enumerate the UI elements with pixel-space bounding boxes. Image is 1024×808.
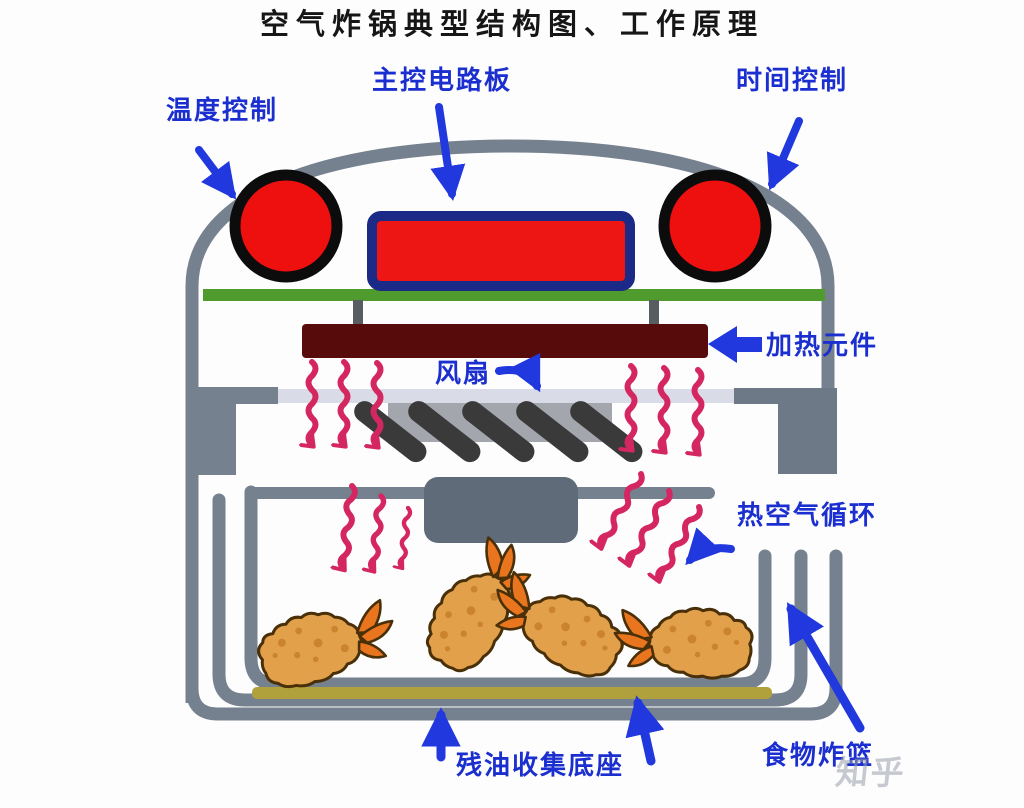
label-fan: 风扇 (435, 358, 492, 388)
fan-blades (354, 401, 643, 463)
basket-handle-mount (424, 477, 578, 543)
label-main-control-board: 主控电路板 (372, 65, 513, 95)
right-duct-block (778, 388, 837, 474)
food-basket-arrow (786, 602, 865, 733)
heating-element-arrow (708, 326, 762, 363)
fried-shrimp-1 (253, 597, 400, 692)
hot-air-arrow (685, 527, 735, 566)
oil-base-arrow-right (625, 695, 665, 766)
oil-collection-strip (252, 687, 772, 699)
heater-post-left (353, 300, 363, 328)
temperature-knob (229, 169, 343, 283)
left-duct-block (186, 387, 236, 475)
food-basket-wall (244, 485, 772, 691)
housing-shell-outline (185, 139, 835, 703)
fan-platform (199, 389, 735, 403)
control-display (367, 211, 635, 291)
label-temperature-control: 温度控制 (166, 95, 279, 125)
fried-shrimp-4 (611, 595, 758, 690)
label-oil-collection-base: 残油收集底座 (456, 750, 625, 780)
timer-knob (658, 169, 772, 283)
pcb-board (203, 289, 825, 301)
heater-post-right (649, 300, 659, 328)
diagram-title: 空气炸锅典型结构图、工作原理 (259, 9, 764, 41)
label-food-basket: 食物炸篮 (762, 740, 875, 770)
zhihu-watermark: 知乎 (833, 754, 908, 791)
time-control-arrow (766, 117, 803, 191)
fan-arrow (495, 352, 541, 393)
label-hot-air-circulation: 热空气循环 (737, 500, 878, 530)
temperature-control-arrow (195, 146, 237, 200)
heating-element (302, 324, 708, 358)
label-time-control: 时间控制 (736, 65, 849, 95)
main-board-arrow (430, 103, 466, 201)
pan-middle-wall (212, 493, 808, 707)
housing-outer-bottom (185, 549, 843, 721)
label-heating-element: 加热元件 (766, 330, 879, 360)
